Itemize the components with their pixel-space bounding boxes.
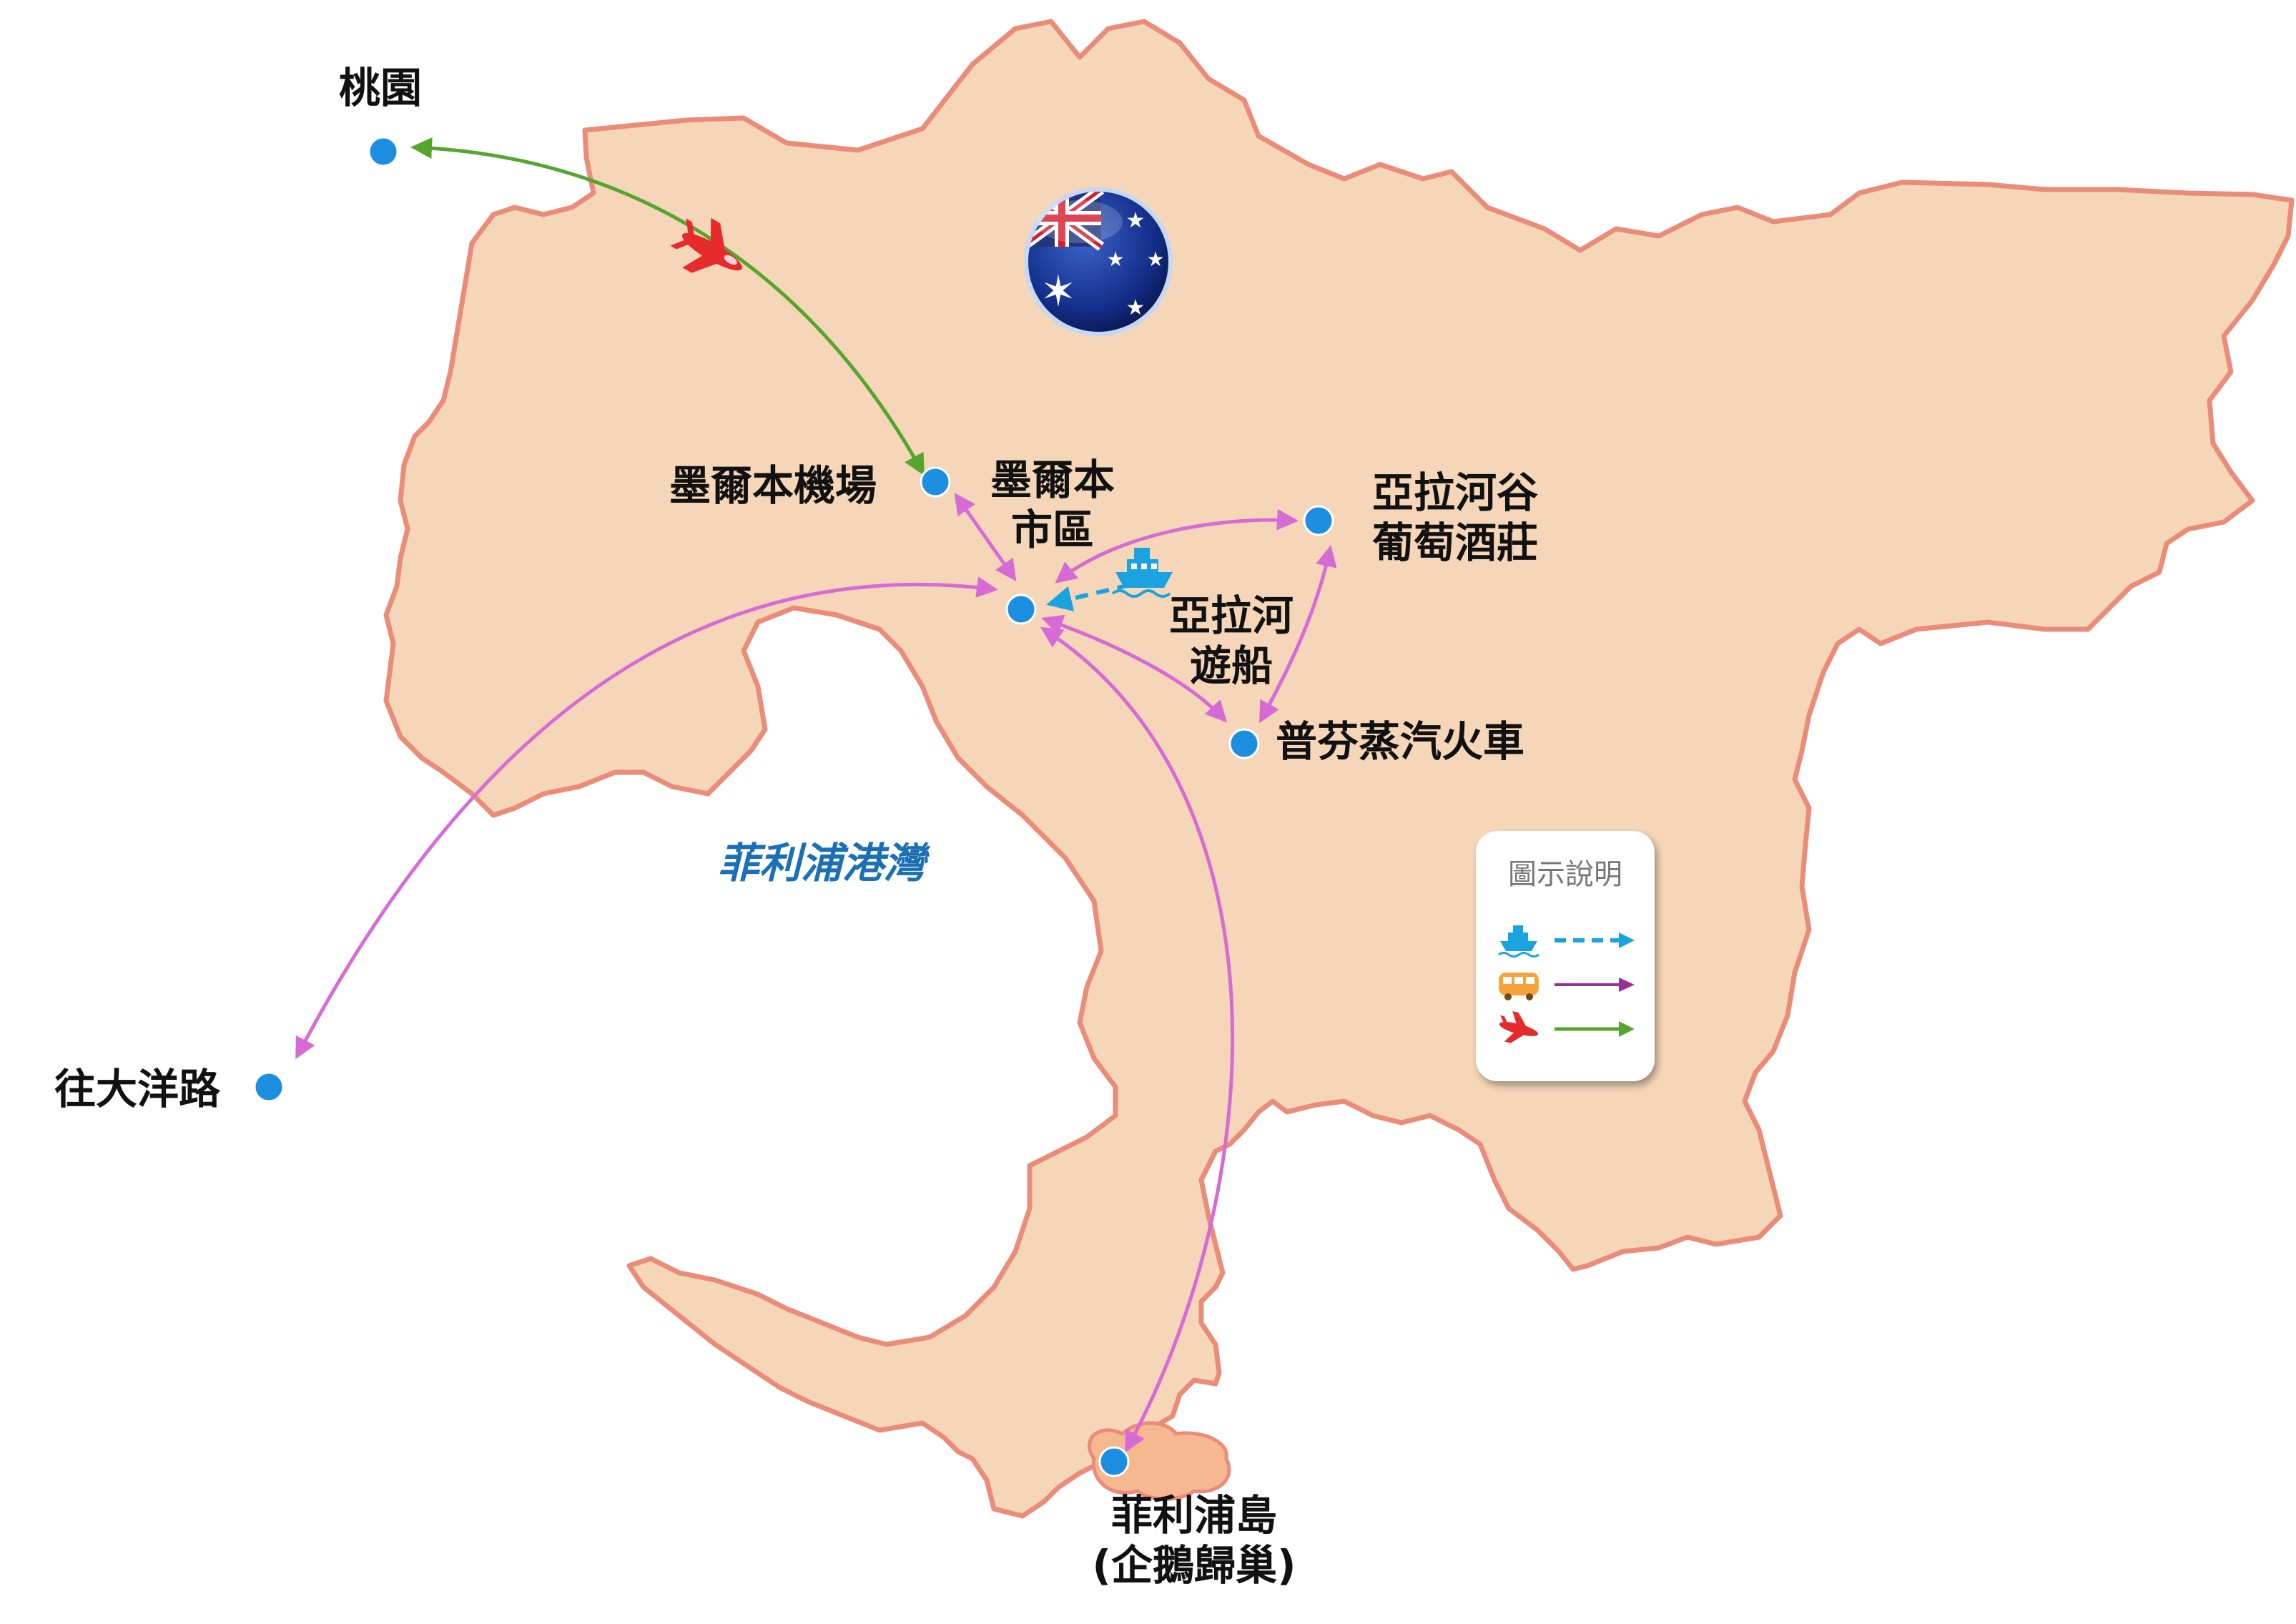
great-ocean-road-dot[interactable] <box>253 1071 285 1103</box>
bay-label: 菲利浦港灣 <box>718 839 926 887</box>
bus-route-city-yarra-valley <box>1055 508 1299 584</box>
puffing-billy-dot[interactable] <box>1228 728 1260 759</box>
yarra-cruise-label: 亞拉河 遊船 <box>1160 591 1303 691</box>
mel-airport-label: 墨爾本機場 <box>669 461 877 510</box>
yarra-cruise-label-line2: 遊船 <box>1189 641 1273 690</box>
legend-row-bus <box>1497 967 1640 1003</box>
svg-text:★: ★ <box>1146 247 1164 271</box>
bus-route-airport-city <box>954 493 1017 581</box>
svg-text:✶: ✶ <box>1040 267 1076 317</box>
phillip-island-label-line2: (企鵝歸巢) <box>1092 1541 1296 1590</box>
great-ocean-road-label: 往大洋路 <box>54 1065 221 1113</box>
yarra-valley-label-line1: 亞拉河谷 <box>1371 468 1538 517</box>
taoyuan-dot[interactable] <box>368 136 399 167</box>
bus-route-city-phillip-island <box>1040 626 1235 1453</box>
yarra-valley-dot[interactable] <box>1303 505 1334 536</box>
legend-row-flight <box>1497 1011 1640 1047</box>
plane-icon <box>670 217 742 273</box>
mel-city-label: 墨爾本 市區 <box>974 455 1131 555</box>
legend-ferry-graphic <box>1498 925 1635 958</box>
taoyuan-label: 桃園 <box>339 64 423 112</box>
ship-icon <box>1111 548 1173 598</box>
bus-icon <box>1499 973 1539 1000</box>
mel-city-label-line2: 市區 <box>1010 506 1094 554</box>
yarra-cruise-label-line1: 亞拉河 <box>1168 591 1294 640</box>
mel-city-label-line1: 墨爾本 <box>990 456 1115 504</box>
legend-bus-graphic <box>1499 973 1635 1000</box>
mel-airport-dot[interactable] <box>920 466 951 498</box>
australia-flag-icon: ✶ ★ ★ ★ ★ <box>1024 187 1173 336</box>
phillip-island-dot[interactable] <box>1098 1446 1130 1477</box>
svg-text:★: ★ <box>1106 247 1124 271</box>
phillip-island-label: 菲利浦島 (企鵝歸巢) <box>1058 1490 1330 1590</box>
svg-text:★: ★ <box>1126 295 1145 320</box>
legend-row-ferry <box>1497 922 1640 958</box>
ferry-route-yarra-cruise <box>1045 583 1130 611</box>
legend-flight-graphic <box>1499 1011 1635 1043</box>
yarra-valley-label-line2: 葡萄酒莊 <box>1371 518 1538 567</box>
legend-title: 圖示說明 <box>1508 858 1622 891</box>
svg-text:★: ★ <box>1126 208 1145 233</box>
phillip-island-label-line1: 菲利浦島 <box>1110 1491 1277 1540</box>
bus-route-city-great-ocean-road <box>295 576 998 1060</box>
puffing-billy-label: 普芬蒸汽火車 <box>1276 717 1525 766</box>
ship-icon <box>1498 925 1539 958</box>
legend-box: 圖示說明 <box>1476 831 1655 1081</box>
yarra-valley-label: 亞拉河谷 葡萄酒莊 <box>1355 468 1555 568</box>
bus-route-yarra-valley-puffing-billy <box>1259 545 1337 724</box>
mel-city-dot[interactable] <box>1005 594 1037 625</box>
plane-icon <box>1499 1011 1539 1043</box>
